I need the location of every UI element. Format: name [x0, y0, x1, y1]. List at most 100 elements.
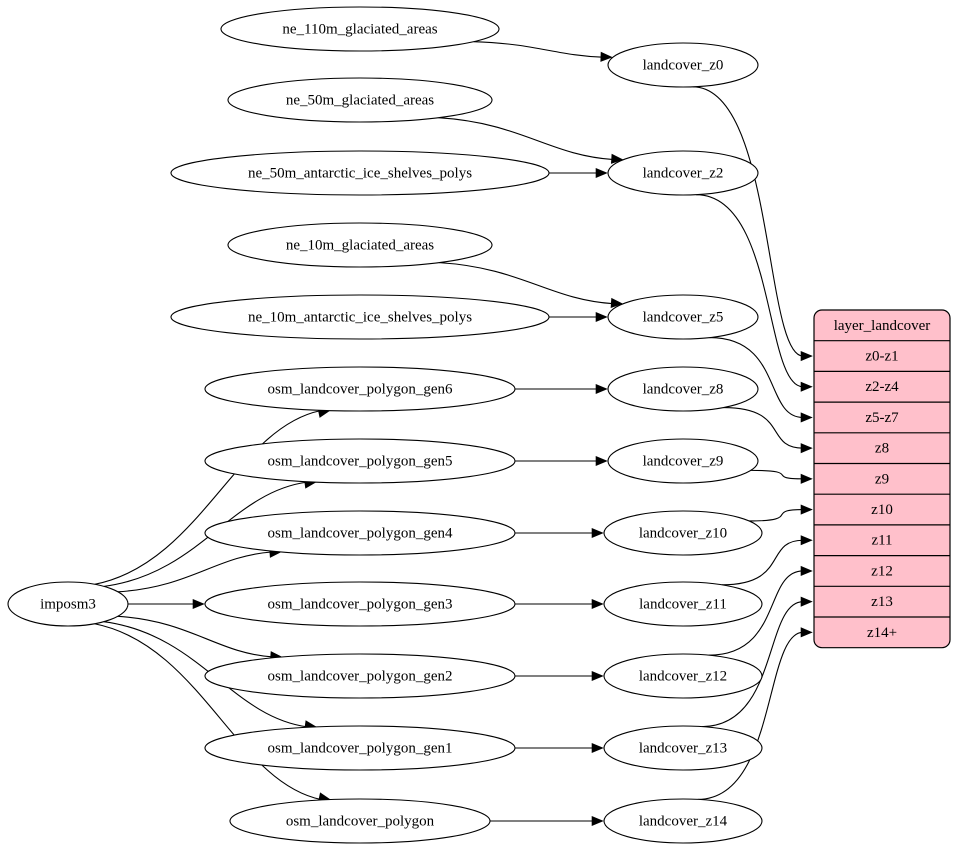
- edge-landcover_z10-to-layer_landcover:z10: [749, 509, 804, 522]
- layer-landcover-table: layer_landcoverz0-z1z2-z4z5-z7z8z9z10z11…: [813, 309, 951, 649]
- edge-arrowhead: [610, 153, 624, 164]
- node-label-landcover_z12: landcover_z12: [639, 668, 727, 684]
- node-ellipse-landcover_z12: [603, 653, 763, 699]
- edge-landcover_z13-to-layer_landcover:z13: [701, 601, 804, 728]
- node-label-landcover_z2: landcover_z2: [643, 165, 724, 181]
- edge-ne_10m_glaciated_areas-to-landcover_z5: [439, 262, 614, 305]
- node-ellipse-ne_50m_antarctic_ice_shelves_polys: [170, 150, 550, 196]
- layer-table-cell-z10: z10: [871, 502, 893, 518]
- node-osm_landcover_polygon_gen1[interactable]: osm_landcover_polygon_gen1: [204, 725, 516, 771]
- nodes-layer: imposm3 ne_110m_glaciated_areas ne_50m_gla…: [7, 6, 763, 844]
- node-landcover_z9[interactable]: landcover_z9: [607, 438, 759, 484]
- edge-imposm3-to-osm_landcover_polygon_gen4: [117, 551, 272, 593]
- node-label-ne_50m_glaciated_areas: ne_50m_glaciated_areas: [286, 92, 434, 108]
- edge-landcover_z11-to-layer_landcover:z11: [721, 539, 804, 586]
- node-osm_landcover_polygon_gen5[interactable]: osm_landcover_polygon_gen5: [204, 438, 516, 484]
- edge-arrowhead: [610, 297, 624, 309]
- edge-arrowhead: [591, 527, 604, 539]
- node-label-ne_50m_antarctic_ice_shelves_polys: ne_50m_antarctic_ice_shelves_polys: [248, 165, 472, 181]
- edge-arrowhead: [800, 350, 813, 362]
- node-ellipse-osm_landcover_polygon_gen3: [204, 581, 516, 627]
- node-landcover_z11[interactable]: landcover_z11: [603, 581, 763, 627]
- node-osm_landcover_polygon[interactable]: osm_landcover_polygon: [229, 798, 491, 844]
- edge-arrowhead: [591, 670, 604, 682]
- edge-landcover_z14-to-layer_landcover:z14+: [697, 631, 804, 800]
- edge-arrowhead: [800, 473, 813, 484]
- node-label-landcover_z10: landcover_z10: [639, 525, 727, 541]
- node-ne_10m_glaciated_areas[interactable]: ne_10m_glaciated_areas: [227, 222, 493, 268]
- edge-arrowhead: [800, 627, 813, 638]
- node-label-landcover_z5: landcover_z5: [643, 309, 724, 325]
- node-label-osm_landcover_polygon_gen5: osm_landcover_polygon_gen5: [268, 453, 453, 469]
- node-osm_landcover_polygon_gen4[interactable]: osm_landcover_polygon_gen4: [204, 510, 516, 556]
- node-label-osm_landcover_polygon_gen1: osm_landcover_polygon_gen1: [268, 740, 453, 756]
- node-label-landcover_z8: landcover_z8: [643, 381, 724, 397]
- layer-table-cell-z8: z8: [875, 441, 889, 457]
- node-landcover_z5[interactable]: landcover_z5: [607, 294, 759, 340]
- edge-arrowhead: [800, 381, 813, 392]
- node-label-osm_landcover_polygon_gen4: osm_landcover_polygon_gen4: [268, 525, 453, 541]
- node-ellipse-landcover_z14: [603, 798, 763, 844]
- edge-arrowhead: [192, 598, 205, 610]
- layer-table-cell-z0-z1: z0-z1: [865, 348, 898, 364]
- node-ellipse-landcover_z0: [607, 42, 759, 88]
- node-osm_landcover_polygon_gen6[interactable]: osm_landcover_polygon_gen6: [204, 366, 516, 412]
- node-ellipse-osm_landcover_polygon_gen5: [204, 438, 516, 484]
- node-ellipse-landcover_z9: [607, 438, 759, 484]
- node-ellipse-landcover_z5: [607, 294, 759, 340]
- node-ne_110m_glaciated_areas[interactable]: ne_110m_glaciated_areas: [220, 6, 500, 52]
- node-landcover_z0[interactable]: landcover_z0: [607, 42, 759, 88]
- node-landcover_z12[interactable]: landcover_z12: [603, 653, 763, 699]
- edge-arrowhead: [595, 311, 608, 323]
- node-ne_10m_antarctic_ice_shelves_polys[interactable]: ne_10m_antarctic_ice_shelves_polys: [170, 294, 550, 340]
- node-ellipse-osm_landcover_polygon_gen4: [204, 510, 516, 556]
- edge-landcover_z8-to-layer_landcover:z8: [723, 406, 804, 449]
- node-landcover_z8[interactable]: landcover_z8: [607, 366, 759, 412]
- node-label-landcover_z9: landcover_z9: [643, 453, 724, 469]
- edge-arrowhead: [800, 596, 813, 607]
- node-ne_50m_glaciated_areas[interactable]: ne_50m_glaciated_areas: [227, 77, 493, 123]
- layer-table-cell-z5-z7: z5-z7: [865, 410, 899, 426]
- node-osm_landcover_polygon_gen3[interactable]: osm_landcover_polygon_gen3: [204, 581, 516, 627]
- node-imposm3[interactable]: imposm3: [7, 581, 129, 627]
- edge-ne_50m_glaciated_areas-to-landcover_z2: [438, 117, 614, 161]
- node-ellipse-osm_landcover_polygon_gen1: [204, 725, 516, 771]
- node-ne_50m_antarctic_ice_shelves_polys[interactable]: ne_50m_antarctic_ice_shelves_polys: [170, 150, 550, 196]
- node-ellipse-landcover_z8: [607, 366, 759, 412]
- node-ellipse-ne_50m_glaciated_areas: [227, 77, 493, 123]
- layer-table-body: [813, 309, 951, 649]
- node-label-ne_10m_glaciated_areas: ne_10m_glaciated_areas: [286, 237, 434, 253]
- node-label-landcover_z0: landcover_z0: [643, 57, 724, 73]
- edge-landcover_z5-to-layer_landcover:z5-z7: [709, 337, 804, 418]
- layer-table-header: layer_landcover: [834, 318, 931, 334]
- node-landcover_z14[interactable]: landcover_z14: [603, 798, 763, 844]
- node-ellipse-osm_landcover_polygon: [229, 798, 491, 844]
- node-ellipse-landcover_z13: [603, 725, 763, 771]
- edge-arrowhead: [600, 51, 613, 62]
- node-landcover_z2[interactable]: landcover_z2: [607, 150, 759, 196]
- edge-arrowhead: [591, 598, 604, 610]
- node-landcover_z13[interactable]: landcover_z13: [603, 725, 763, 771]
- edge-imposm3-to-osm_landcover_polygon_gen6: [94, 410, 321, 585]
- layer-table-cell-z14+: z14+: [867, 625, 897, 641]
- edge-arrowhead: [591, 742, 604, 754]
- node-ellipse-osm_landcover_polygon_gen6: [204, 366, 516, 412]
- edge-arrowhead: [595, 167, 608, 179]
- node-osm_landcover_polygon_gen2[interactable]: osm_landcover_polygon_gen2: [204, 653, 516, 699]
- edge-arrowhead: [800, 535, 813, 546]
- node-label-imposm3: imposm3: [40, 596, 96, 612]
- node-label-osm_landcover_polygon_gen3: osm_landcover_polygon_gen3: [268, 596, 453, 612]
- edge-imposm3-to-osm_landcover_polygon: [94, 623, 322, 801]
- node-label-ne_110m_glaciated_areas: ne_110m_glaciated_areas: [282, 21, 437, 37]
- edge-arrowhead: [595, 455, 608, 467]
- layer-table-cell-z13: z13: [871, 594, 893, 610]
- node-label-osm_landcover_polygon: osm_landcover_polygon: [286, 813, 435, 829]
- layer-table-cell-z12: z12: [871, 563, 893, 579]
- edge-arrowhead: [800, 565, 813, 577]
- node-landcover_z10[interactable]: landcover_z10: [603, 510, 763, 556]
- node-label-osm_landcover_polygon_gen6: osm_landcover_polygon_gen6: [268, 381, 453, 397]
- node-label-ne_10m_antarctic_ice_shelves_polys: ne_10m_antarctic_ice_shelves_polys: [248, 309, 472, 325]
- edge-imposm3-to-osm_landcover_polygon_gen2: [117, 615, 273, 658]
- edge-arrowhead: [800, 443, 813, 454]
